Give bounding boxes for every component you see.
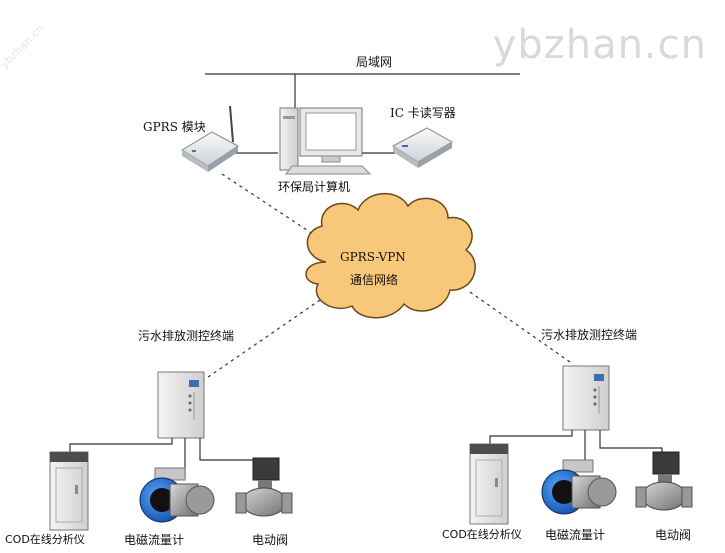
right-terminal-icon xyxy=(562,365,610,431)
terminal-left-label: 污水排放测控终端 xyxy=(138,329,235,343)
valve-right-label: 电动阀 xyxy=(655,528,692,542)
cod-left-label: COD在线分析仪 xyxy=(5,533,85,546)
flowmeter-left-label: 电磁流量计 xyxy=(124,533,185,547)
computer-icon xyxy=(279,107,372,175)
gprs-module-label: GPRS 模块 xyxy=(143,120,206,134)
flowmeter-left-icon xyxy=(139,467,215,523)
terminal-right-label: 污水排放测控终端 xyxy=(541,328,638,342)
cloud-label-line2: 通信网络 xyxy=(350,273,399,287)
computer-label: 环保局计算机 xyxy=(278,180,351,194)
cod-analyzer-left-icon xyxy=(49,451,89,531)
cod-right-label: COD在线分析仪 xyxy=(442,528,522,541)
flowmeter-right-label: 电磁流量计 xyxy=(545,528,606,542)
flowmeter-right-icon xyxy=(541,459,617,515)
cloud-label-line1: GPRS-VPN xyxy=(340,250,406,264)
gprs-vpn-cloud xyxy=(305,192,476,319)
watermark: ybzhan.cn xyxy=(492,22,707,68)
cod-analyzer-right-icon xyxy=(469,443,509,525)
valve-left-icon xyxy=(235,457,293,517)
ic-reader-label: IC 卡读写器 xyxy=(390,106,456,120)
gprs-module-icon xyxy=(181,105,239,172)
ic-reader-icon xyxy=(392,127,454,168)
left-terminal-icon xyxy=(157,371,205,439)
valve-left-label: 电动阀 xyxy=(252,533,289,547)
lan-label: 局域网 xyxy=(356,55,393,69)
valve-right-icon xyxy=(635,451,693,511)
